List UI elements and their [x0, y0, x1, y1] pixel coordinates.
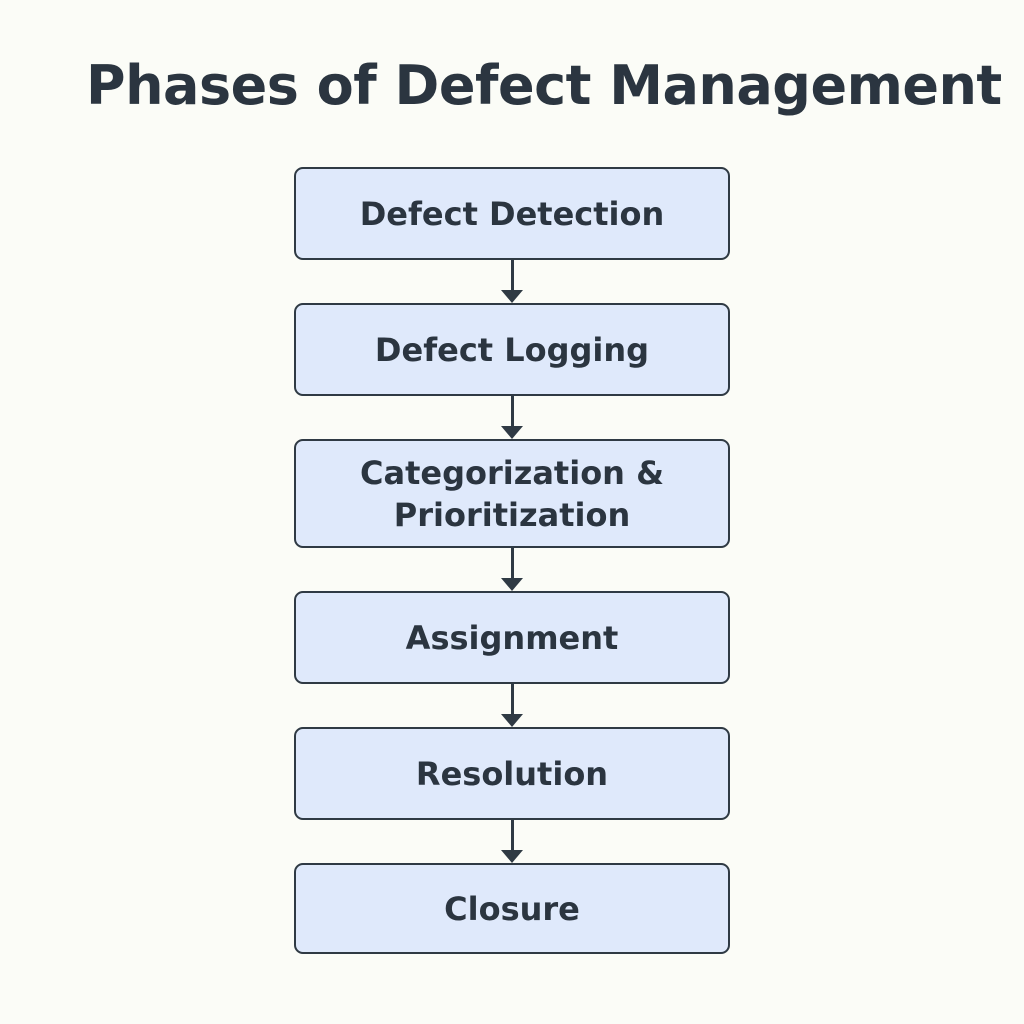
arrow-connector: [501, 260, 523, 303]
step-closure: Closure: [294, 863, 730, 954]
arrow-down-icon: [501, 426, 523, 439]
arrow-down-icon: [501, 850, 523, 863]
arrow-down-icon: [501, 290, 523, 303]
step-assignment: Assignment: [294, 591, 730, 684]
step-label: Defect Logging: [374, 330, 650, 369]
step-label: Closure: [444, 889, 580, 928]
connector-line: [511, 820, 514, 851]
step-label: Resolution: [415, 754, 609, 793]
arrow-connector: [501, 820, 523, 863]
step-categorization-prioritization: Categorization & Prioritization: [294, 439, 730, 548]
step-label: Assignment: [405, 618, 619, 657]
step-label: Defect Detection: [359, 194, 665, 233]
step-label: Categorization & Prioritization: [359, 453, 664, 534]
connector-line: [511, 260, 514, 291]
connector-line: [511, 548, 514, 579]
connector-line: [511, 396, 514, 427]
diagram-title: Phases of Defect Management: [86, 54, 1002, 117]
step-defect-logging: Defect Logging: [294, 303, 730, 396]
connector-line: [511, 684, 514, 715]
arrow-connector: [501, 548, 523, 591]
arrow-down-icon: [501, 714, 523, 727]
arrow-connector: [501, 684, 523, 727]
step-resolution: Resolution: [294, 727, 730, 820]
step-defect-detection: Defect Detection: [294, 167, 730, 260]
arrow-down-icon: [501, 578, 523, 591]
arrow-connector: [501, 396, 523, 439]
